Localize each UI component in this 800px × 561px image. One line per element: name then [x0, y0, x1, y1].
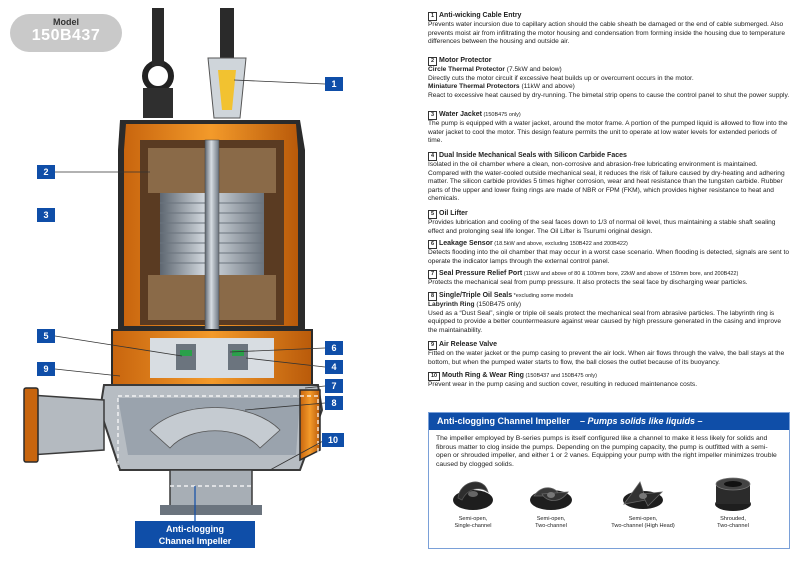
cable-entry — [207, 8, 247, 119]
impeller-2-line1: Semi-open, — [536, 516, 566, 522]
feature-1-title: Anti-wicking Cable Entry — [439, 12, 522, 19]
impeller-3-line1: Semi-open, — [628, 516, 658, 522]
feature-8-text: Used as a “Dust Seal”, single or triple … — [428, 309, 781, 334]
feature-7-text: Protects the mechanical seal from pump p… — [428, 279, 748, 286]
feature-3-index: 3 — [428, 111, 437, 120]
model-number: 150B437 — [31, 27, 101, 44]
feature-6-index: 6 — [428, 240, 437, 249]
feature-2-sub1-note: (7.5kW and below) — [504, 66, 562, 73]
feature-2-text1: Directly cuts the motor circuit if exces… — [428, 74, 694, 82]
impeller-4-line1: Shrouded, — [720, 516, 746, 522]
feature-9-title: Air Release Valve — [439, 341, 497, 348]
lifting-eye — [142, 8, 174, 118]
feature-2-sub2: Miniature Thermal Protectors — [428, 83, 520, 91]
feature-8-small-note: *excluding some models — [512, 293, 574, 299]
feature-2-text2: React to excessive heat caused by dry-ru… — [428, 91, 790, 99]
impeller-high-head-icon — [623, 481, 664, 509]
feature-2-sub2-note: (11kW and above) — [519, 83, 575, 91]
impeller-3-line2: Two-channel (High Head) — [611, 523, 675, 529]
callout-3: 3 — [37, 208, 55, 222]
callout-9: 9 — [37, 362, 55, 376]
impeller-4-line2: Two-channel — [717, 523, 749, 529]
model-label: Model — [53, 17, 79, 27]
callout-7: 7 — [325, 379, 343, 393]
impeller-1-line2: Single-channel — [454, 523, 492, 529]
feature-10-text: Prevent wear in the pump casing and suct… — [428, 381, 698, 388]
feature-4-index: 4 — [428, 152, 437, 161]
impeller-type-2: Semi-open, Two-channel — [518, 470, 584, 530]
suction-inlet — [160, 469, 262, 515]
feature-5-title: Oil Lifter — [439, 210, 468, 217]
callout-8: 8 — [325, 396, 343, 410]
impeller-semi-open-single-icon — [453, 481, 493, 510]
callout-6: 6 — [325, 341, 343, 355]
callout-1: 1 — [325, 77, 343, 91]
callout-5: 5 — [37, 329, 55, 343]
impeller-type-3: Semi-open, Two-channel (High Head) — [610, 470, 676, 530]
feature-10-index: 10 — [428, 372, 440, 381]
feature-6-text: Detects flooding into the oil chamber th… — [428, 249, 790, 265]
impeller-highlight — [117, 395, 319, 487]
feature-5-index: 5 — [428, 210, 437, 219]
discharge-outlet — [23, 387, 105, 463]
callout-10: 10 — [322, 433, 344, 447]
feature-2-sub1: Circle Thermal Protector — [428, 66, 505, 73]
impeller-2-line2: Two-channel — [535, 523, 567, 529]
feature-3-note: (150B475 only) — [481, 112, 521, 118]
feature-7-index: 7 — [428, 270, 437, 279]
feature-6-title: Leakage Sensor — [439, 240, 493, 247]
feature-7-title: Seal Pressure Relief Port — [439, 270, 523, 277]
impeller-1-line1: Semi-open, — [458, 516, 488, 522]
feature-3-title: Water Jacket — [439, 111, 482, 118]
feature-4-text: Isolated in the oil chamber where a clea… — [428, 161, 785, 203]
pump-cutaway-diagram — [23, 8, 326, 521]
feature-8-index: 8 — [428, 292, 437, 301]
feature-3-text: The pump is equipped with a water jacket… — [428, 120, 788, 145]
feature-8-title: Single/Triple Oil Seals — [439, 292, 513, 299]
callout-2: 2 — [37, 165, 55, 179]
feature-10-note: (150B437 and 150B475 only) — [523, 373, 598, 379]
seal-chamber — [111, 329, 313, 386]
impeller-semi-open-two-icon — [530, 487, 572, 510]
impeller-type-1: Semi-open, Single-channel — [440, 470, 506, 530]
pump-casing — [98, 384, 324, 471]
impeller-label-box: Anti-clogging Channel Impeller — [135, 521, 255, 548]
panel-text: The impeller employed by B-series pumps … — [436, 435, 777, 468]
feature-5-text: Provides lubrication and cooling of the … — [428, 219, 776, 235]
impeller-label: Anti-clogging Channel Impeller — [158, 524, 232, 546]
callout-leader-lines — [54, 79, 326, 471]
panel-tagline: – Pumps solids like liquids – — [580, 416, 703, 426]
feature-4-title: Dual Inside Mechanical Seals with Silico… — [439, 152, 627, 159]
impeller-type-4: Shrouded, Two-channel — [700, 470, 766, 530]
model-badge: Model 150B437 — [10, 14, 122, 52]
feature-1-text: Prevents water incursion due to capillar… — [428, 21, 785, 46]
feature-8-sub1: Labyrinth Ring — [428, 301, 475, 308]
feature-1-index: 1 — [428, 12, 437, 21]
callout-4: 4 — [325, 360, 343, 374]
feature-2-index: 2 — [428, 57, 437, 66]
feature-9-index: 9 — [428, 341, 437, 350]
feature-7-note: (11kW and above of 80 & 100mm bore, 22kW… — [522, 271, 739, 277]
panel-title: Anti-clogging Channel Impeller — [437, 416, 571, 426]
panel-header: Anti-clogging Channel Impeller – Pumps so… — [429, 413, 789, 430]
feature-10-title: Mouth Ring & Wear Ring — [442, 372, 524, 379]
impeller-shrouded-two-icon — [715, 477, 751, 511]
feature-8-sub1-note: (150B475 only) — [474, 301, 522, 308]
feature-6-note: (18.5kW and above, excluding 150B422 and… — [492, 241, 628, 247]
feature-9-text: Fitted on the water jacket or the pump c… — [428, 350, 785, 366]
feature-2-title: Motor Protector — [439, 57, 492, 64]
impeller-panel: Anti-clogging Channel Impeller – Pumps so… — [428, 412, 790, 549]
